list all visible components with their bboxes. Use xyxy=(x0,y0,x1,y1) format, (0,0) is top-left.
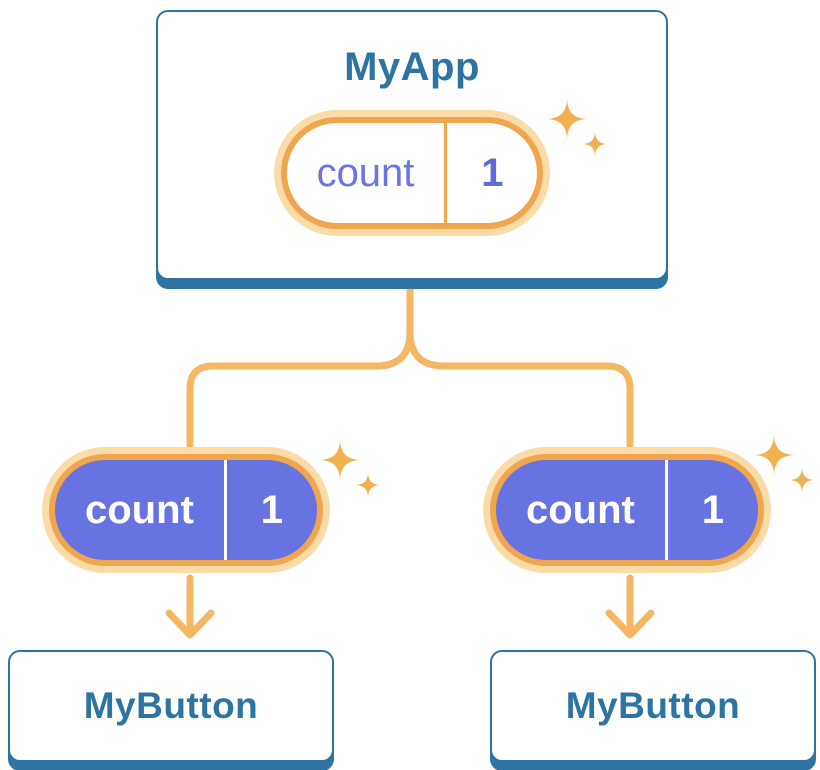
left-arrow-head xyxy=(165,609,215,639)
right-mybutton-title: MyButton xyxy=(565,685,741,726)
right-arrow-head xyxy=(605,609,655,639)
left-prop-pill-body: count 1 xyxy=(49,454,323,566)
root-state-value: 1 xyxy=(481,151,504,195)
root-state-label: count xyxy=(316,151,415,195)
left-prop-label: count xyxy=(85,488,194,532)
root-state-pill: count 1 xyxy=(273,110,551,236)
left-prop-value: 1 xyxy=(260,488,283,532)
myapp-card: MyApp count 1 xyxy=(156,10,668,280)
right-branch-line xyxy=(406,328,634,456)
pill-divider xyxy=(664,460,668,560)
left-branch-line xyxy=(186,328,414,456)
right-prop-pill: count 1 xyxy=(483,447,771,573)
root-state-pill-body: count 1 xyxy=(280,117,544,229)
right-prop-pill-body: count 1 xyxy=(490,454,764,566)
right-prop-value: 1 xyxy=(701,488,724,532)
left-mybutton-title: MyButton xyxy=(83,685,259,726)
right-mybutton-card: MyButton xyxy=(490,650,816,762)
pill-divider xyxy=(223,460,227,560)
root-card-title: MyApp xyxy=(344,45,480,89)
sparkle-icon xyxy=(319,439,380,498)
sparkle-icon xyxy=(546,98,607,157)
pill-divider xyxy=(444,123,448,223)
sparkle-icon xyxy=(753,434,814,493)
right-prop-label: count xyxy=(526,488,635,532)
left-mybutton-card: MyButton xyxy=(8,650,334,762)
left-prop-pill: count 1 xyxy=(42,447,330,573)
